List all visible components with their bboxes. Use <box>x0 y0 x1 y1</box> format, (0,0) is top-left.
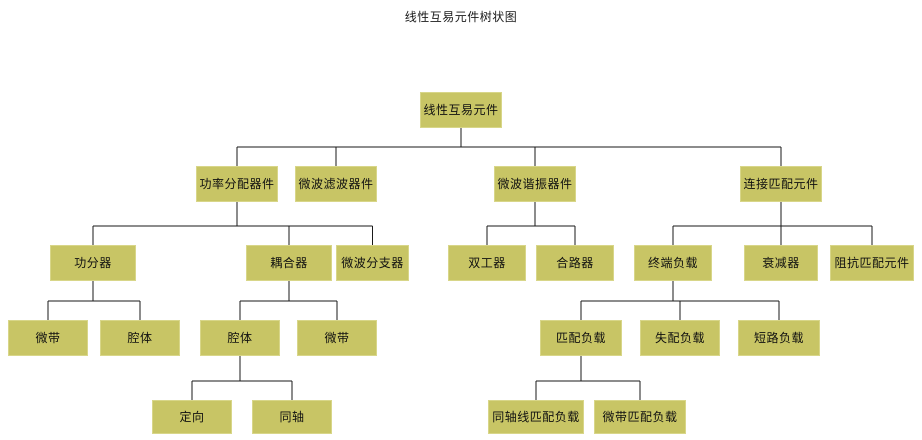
tree-node: 连接匹配元件 <box>740 166 822 202</box>
tree-node-label: 微波谐振器件 <box>497 177 573 191</box>
tree-node: 功率分配器件 <box>196 166 278 202</box>
tree-node: 线性互易元件 <box>420 92 502 128</box>
tree-node-label: 阻抗匹配元件 <box>834 256 910 270</box>
diagram-title: 线性互易元件树状图 <box>404 10 518 24</box>
tree-node-label: 耦合器 <box>270 256 308 270</box>
tree-node-label: 微带 <box>35 331 61 345</box>
tree-node: 微带匹配负载 <box>594 400 686 434</box>
tree-node-label: 功分器 <box>74 256 112 270</box>
tree-node-label: 定向 <box>179 410 205 424</box>
tree-node-label: 匹配负载 <box>555 331 606 345</box>
tree-node: 耦合器 <box>246 245 332 281</box>
tree-node: 匹配负载 <box>540 320 622 356</box>
tree-node-label: 同轴 <box>279 410 305 424</box>
tree-node-label: 线性互易元件 <box>423 103 499 117</box>
tree-node: 微波谐振器件 <box>494 166 576 202</box>
tree-node: 腔体 <box>100 320 180 356</box>
tree-node: 失配负载 <box>640 320 720 356</box>
tree-node-label: 微带匹配负载 <box>602 410 678 424</box>
tree-node: 合路器 <box>536 245 614 281</box>
tree-node: 阻抗匹配元件 <box>830 245 914 281</box>
tree-node: 微带 <box>297 320 377 356</box>
tree-node-label: 连接匹配元件 <box>743 177 819 191</box>
tree-node-label: 微波分支器 <box>341 256 404 270</box>
tree-node: 双工器 <box>448 245 526 281</box>
tree-node-label: 失配负载 <box>654 331 705 345</box>
tree-node-label: 微波滤波器件 <box>298 177 374 191</box>
tree-node: 同轴线匹配负载 <box>488 400 584 434</box>
tree-node-label: 合路器 <box>556 256 594 270</box>
tree-node-label: 短路负载 <box>753 331 804 345</box>
tree-node-label: 微带 <box>324 331 350 345</box>
tree-node-label: 双工器 <box>468 256 506 270</box>
tree-node: 腔体 <box>200 320 280 356</box>
tree-node: 同轴 <box>252 400 332 434</box>
tree-node: 微带 <box>8 320 88 356</box>
tree-node: 功分器 <box>50 245 136 281</box>
tree-node: 微波分支器 <box>336 245 409 281</box>
tree-node-label: 终端负载 <box>647 256 698 270</box>
tree-node-label: 同轴线匹配负载 <box>492 410 580 424</box>
tree-node: 微波滤波器件 <box>295 166 377 202</box>
tree-node: 衰减器 <box>744 245 818 281</box>
tree-node-label: 腔体 <box>227 331 253 345</box>
tree-node-label: 衰减器 <box>762 256 800 270</box>
tree-node-label: 功率分配器件 <box>199 177 275 191</box>
tree-node: 定向 <box>152 400 232 434</box>
tree-node: 短路负载 <box>738 320 820 356</box>
tree-node: 终端负载 <box>634 245 712 281</box>
tree-node-label: 腔体 <box>127 331 153 345</box>
